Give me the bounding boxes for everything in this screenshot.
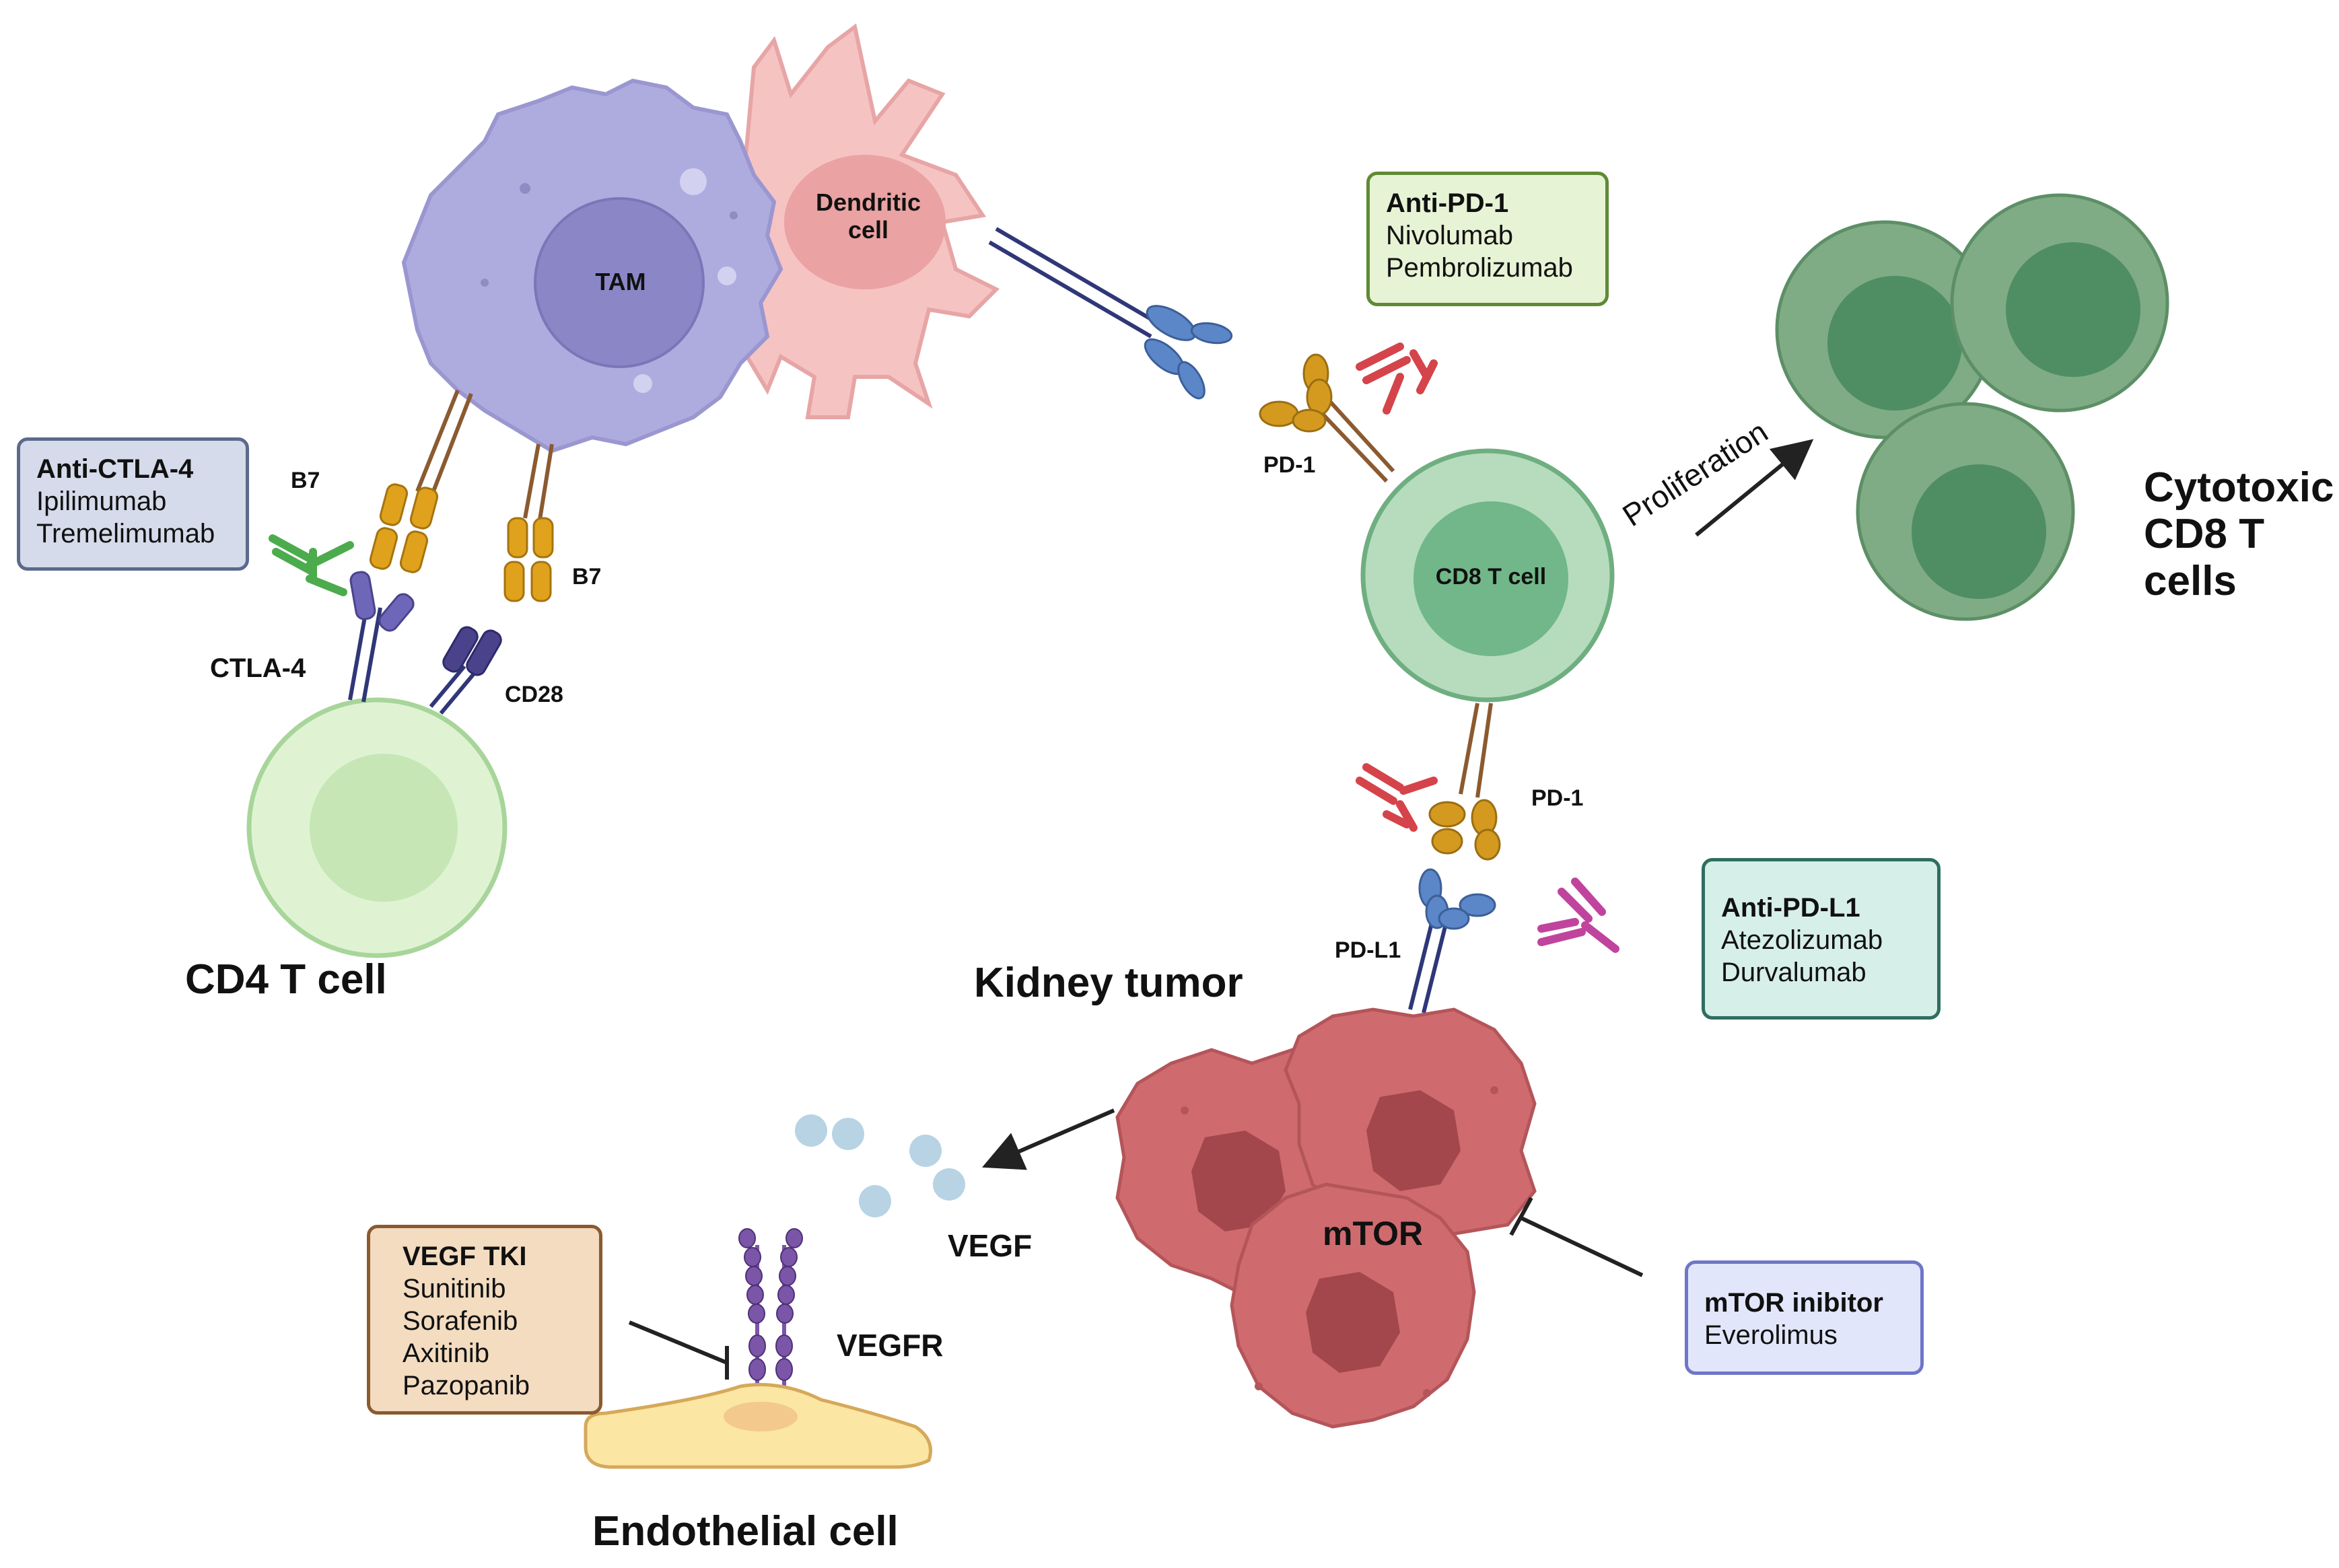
drug-pembrolizumab: Pembrolizumab bbox=[1386, 253, 1573, 283]
ctla4-receptor bbox=[348, 571, 415, 703]
pdl1-label: PD-L1 bbox=[1335, 937, 1401, 963]
pdl1-receptor bbox=[1408, 868, 1496, 1013]
anti-pd1-antibody-bottom bbox=[1356, 763, 1438, 832]
anti-pd1-title: Anti-PD-1 bbox=[1386, 188, 1509, 218]
vegf-dots bbox=[795, 1114, 965, 1217]
vegf-arrow bbox=[981, 1108, 1115, 1170]
b7-left-label: B7 bbox=[291, 468, 320, 493]
drug-everolimus: Everolimus bbox=[1704, 1320, 1838, 1350]
cd8-t-cell bbox=[1360, 448, 1615, 703]
tam-label: TAM bbox=[595, 268, 646, 295]
tam-nucleus bbox=[534, 197, 705, 368]
mtor-inhibitor-title: mTOR inibitor bbox=[1704, 1288, 1883, 1318]
cd4-t-cell bbox=[246, 697, 508, 958]
anti-ctla4-antibody bbox=[269, 534, 354, 596]
anti-pdl1-box: Anti-PD-L1 Atezolizumab Durvalumab bbox=[1702, 858, 1941, 1020]
pd1-bottom bbox=[1428, 703, 1501, 861]
endothelial-cell bbox=[584, 1383, 932, 1469]
pd1-bottom-label: PD-1 bbox=[1531, 785, 1584, 811]
anti-pd1-antibody-top bbox=[1356, 343, 1438, 415]
cd28-receptor bbox=[429, 626, 502, 715]
b7-left bbox=[369, 389, 473, 573]
ctla4-label: CTLA-4 bbox=[210, 653, 306, 683]
vegfr-label: VEGFR bbox=[837, 1328, 944, 1363]
anti-pd1-box: Anti-PD-1 Nivolumab Pembrolizumab bbox=[1366, 172, 1609, 306]
dendritic-cell-label: Dendritic cell bbox=[815, 188, 921, 244]
vegfr-receptor bbox=[738, 1228, 803, 1390]
endothelial-cell-label: Endothelial cell bbox=[592, 1508, 899, 1555]
b7-right bbox=[503, 443, 554, 602]
drug-nivolumab: Nivolumab bbox=[1386, 221, 1513, 250]
pd1-top-label: PD-1 bbox=[1263, 452, 1316, 478]
drug-sunitinib: Sunitinib bbox=[403, 1274, 506, 1304]
dendritic-nucleus bbox=[784, 155, 946, 289]
pd1-top bbox=[1259, 353, 1395, 483]
drug-tremelimumab: Tremelimumab bbox=[36, 519, 215, 548]
drug-atezolizumab: Atezolizumab bbox=[1721, 925, 1883, 955]
dendritic-receptor bbox=[988, 227, 1233, 400]
proliferation-arrow bbox=[1695, 439, 1814, 537]
drug-sorafenib: Sorafenib bbox=[403, 1306, 518, 1336]
kidney-tumor-cells bbox=[1115, 1007, 1537, 1429]
vegf-tki-box: VEGF TKI Sunitinib Sorafenib Axitinib Pa… bbox=[367, 1225, 602, 1415]
b7-right-label: B7 bbox=[572, 564, 602, 590]
tumor-cell-top bbox=[1284, 1007, 1537, 1240]
anti-pdl1-antibody bbox=[1537, 878, 1619, 953]
cd8-t-cell-label: CD8 T cell bbox=[1435, 564, 1547, 590]
vegf-tki-title: VEGF TKI bbox=[403, 1242, 527, 1271]
cytotoxic-cd8-t-cells-label: Cytotoxic CD8 T cells bbox=[2144, 464, 2334, 604]
cd28-label: CD28 bbox=[505, 682, 563, 707]
tumor-cell-bottom bbox=[1230, 1182, 1476, 1429]
dendritic-cell bbox=[724, 23, 1000, 419]
anti-ctla4-box: Anti-CTLA-4 Ipilimumab Tremelimumab bbox=[17, 437, 249, 571]
mtor-inhibitor-box: mTOR inibitor Everolimus bbox=[1685, 1260, 1924, 1375]
drug-pazopanib: Pazopanib bbox=[403, 1371, 530, 1400]
mtor-inhibition bbox=[1509, 1197, 1644, 1277]
vegf-label: VEGF bbox=[948, 1228, 1033, 1263]
anti-ctla4-title: Anti-CTLA-4 bbox=[36, 454, 194, 484]
anti-pdl1-title: Anti-PD-L1 bbox=[1721, 893, 1860, 923]
tam-cell bbox=[401, 78, 783, 454]
vegf-tki-inhibition bbox=[628, 1320, 729, 1380]
drug-durvalumab: Durvalumab bbox=[1721, 958, 1866, 987]
kidney-tumor-label: Kidney tumor bbox=[974, 960, 1243, 1006]
drug-ipilimumab: Ipilimumab bbox=[36, 487, 167, 516]
drug-axitinib: Axitinib bbox=[403, 1339, 489, 1368]
mtor-label: mTOR bbox=[1323, 1215, 1424, 1252]
cytotoxic-cd8-t-cells bbox=[1775, 193, 2169, 621]
cd4-t-cell-label: CD4 T cell bbox=[185, 956, 387, 1003]
